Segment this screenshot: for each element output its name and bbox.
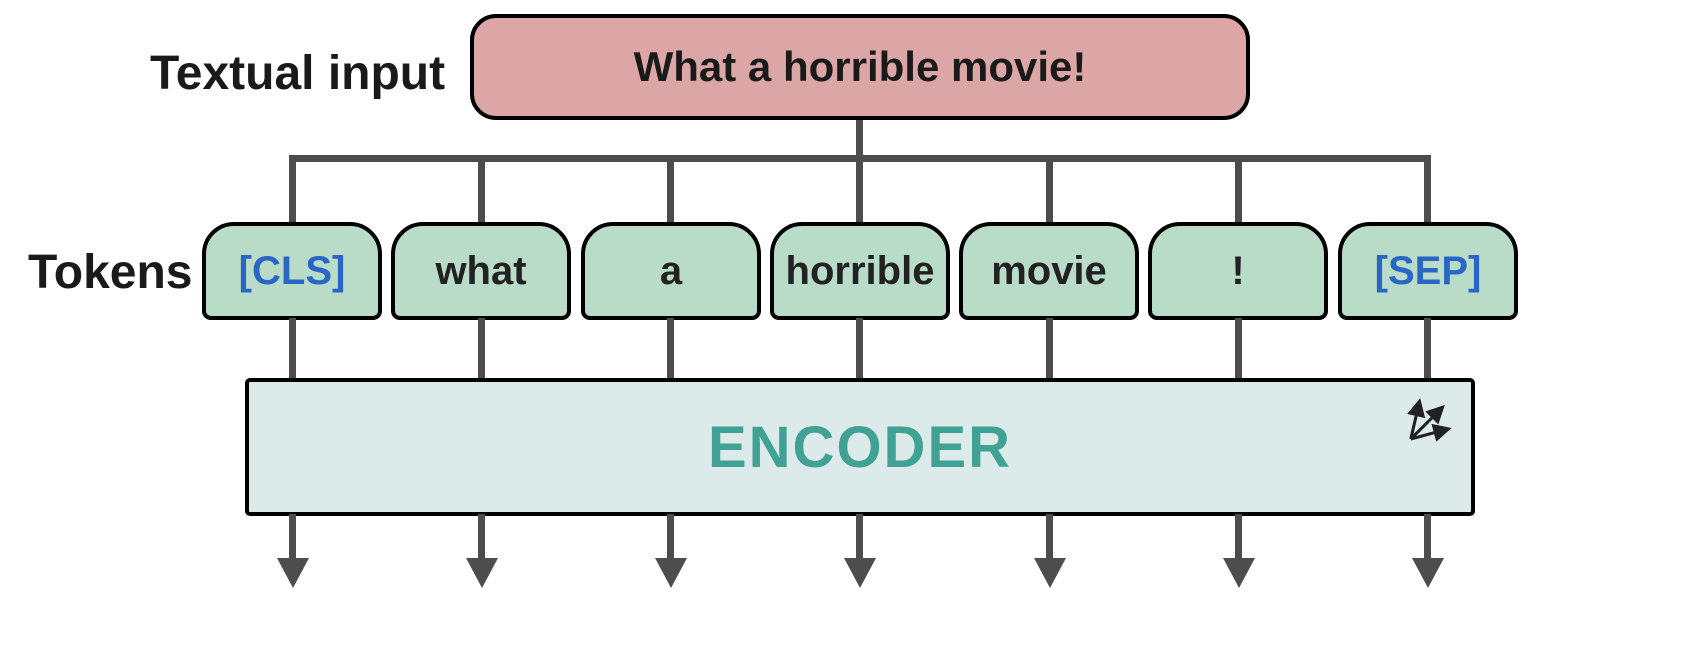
token-box-cls: [CLS] [202,222,382,320]
output-arrow [478,514,485,560]
connector-line [478,318,485,380]
token-box-a: a [581,222,761,320]
connector-line [856,155,863,225]
token-box-horrible: horrible [770,222,950,320]
output-arrow [856,514,863,560]
output-arrow-head [466,558,498,588]
connector-line [1046,318,1053,380]
output-arrow [1424,514,1431,560]
token-label: movie [991,248,1107,293]
token-label: [SEP] [1374,248,1482,293]
input-text: What a horrible movie! [633,43,1087,90]
connector-line [478,155,485,225]
connector-line [1046,155,1053,225]
tokens-label: Tokens [28,246,193,299]
token-box-movie: movie [959,222,1139,320]
encoder-box: ENCODER [245,378,1475,516]
output-arrow [1046,514,1053,560]
connector-line [1424,318,1431,380]
connector-line [1235,155,1242,225]
token-label: [CLS] [238,248,346,293]
token-label: what [435,248,527,293]
output-arrow-head [1034,558,1066,588]
connector-line [289,318,296,380]
output-arrow [289,514,296,560]
connector-line [856,318,863,380]
output-arrow [1235,514,1242,560]
token-box-what: what [391,222,571,320]
connector-line [856,120,863,160]
output-arrow-head [844,558,876,588]
connector-line [667,318,674,380]
token-box-sep: [SEP] [1338,222,1518,320]
connector-line [289,155,296,225]
connector-line [1235,318,1242,380]
token-box-exclamation: ! [1148,222,1328,320]
input-text-box: What a horrible movie! [470,14,1250,120]
vector-icon [1407,398,1452,442]
output-arrow-head [655,558,687,588]
connector-line [1424,155,1431,225]
token-label: horrible [785,248,935,293]
output-arrow-head [277,558,309,588]
token-label: ! [1231,248,1245,293]
encoder-label: ENCODER [707,414,1013,480]
connector-line [667,155,674,225]
output-arrow [667,514,674,560]
token-label: a [659,248,683,293]
textual-input-label: Textual input [150,47,446,100]
output-arrow-head [1412,558,1444,588]
output-arrow-head [1223,558,1255,588]
